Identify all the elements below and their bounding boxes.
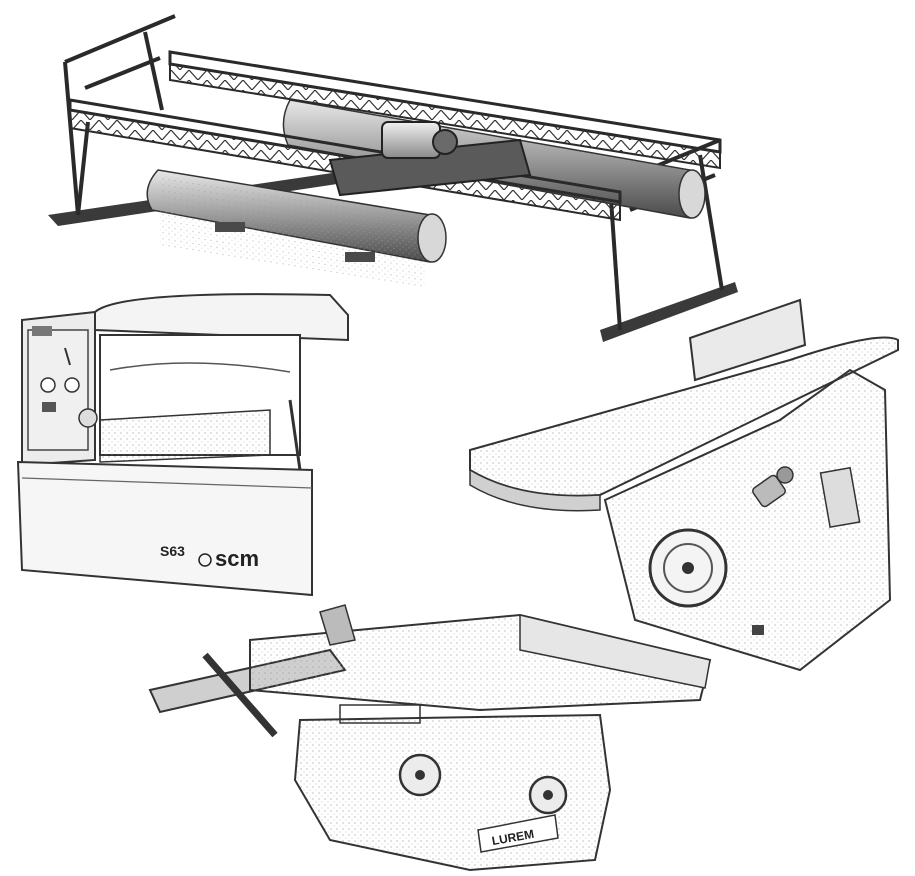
support-foot-2 bbox=[345, 252, 375, 262]
portable-sawmill bbox=[48, 14, 738, 342]
sawmill-base-rail-right bbox=[600, 282, 738, 342]
gauge-1-icon bbox=[40, 377, 56, 393]
planer-base-cabinet bbox=[16, 460, 313, 597]
combination-brand-plate: LUREM bbox=[477, 814, 559, 853]
panel-indicator bbox=[32, 326, 52, 336]
planer-brand-label: scm bbox=[215, 546, 259, 571]
motor-housing bbox=[381, 121, 441, 159]
planer-branding: S63 scm bbox=[160, 543, 259, 571]
planer-scale-bar bbox=[288, 399, 302, 471]
gauge-2-icon bbox=[64, 377, 80, 393]
sawmill-truss-top bbox=[168, 50, 722, 170]
jointer-badge-icon bbox=[752, 625, 764, 635]
saw-guard bbox=[319, 604, 356, 646]
motor-pulley bbox=[432, 129, 458, 155]
planer-feed-bed bbox=[99, 409, 271, 463]
sawmill-left-frame bbox=[63, 14, 176, 216]
jointer-table-edge bbox=[469, 450, 601, 512]
planer-model-label: S63 bbox=[160, 543, 185, 559]
jointer-side-plate bbox=[819, 466, 861, 529]
combination-machine: LUREM bbox=[148, 604, 712, 872]
control-knob-icon bbox=[78, 408, 98, 428]
planer-infeed-window bbox=[99, 334, 302, 471]
planer-top-cover bbox=[94, 293, 349, 342]
jointer-planer bbox=[469, 298, 899, 672]
jointer-side-knob bbox=[752, 466, 794, 508]
support-foot-1 bbox=[215, 222, 245, 232]
planer-control-panel bbox=[27, 326, 98, 451]
combination-planer-table bbox=[519, 614, 711, 689]
crosscut-rod bbox=[202, 652, 278, 738]
jointer-handwheel bbox=[648, 528, 728, 608]
sawmill-carriage bbox=[328, 121, 532, 197]
combination-handwheel-left bbox=[398, 753, 442, 797]
scm-logo-icon bbox=[198, 553, 212, 567]
panel-lever-icon bbox=[64, 347, 71, 366]
combination-handwheel-right bbox=[528, 775, 568, 815]
jointer-fence bbox=[688, 298, 807, 382]
switch-icon bbox=[42, 402, 56, 412]
thickness-planer: S63 scm bbox=[16, 293, 349, 597]
